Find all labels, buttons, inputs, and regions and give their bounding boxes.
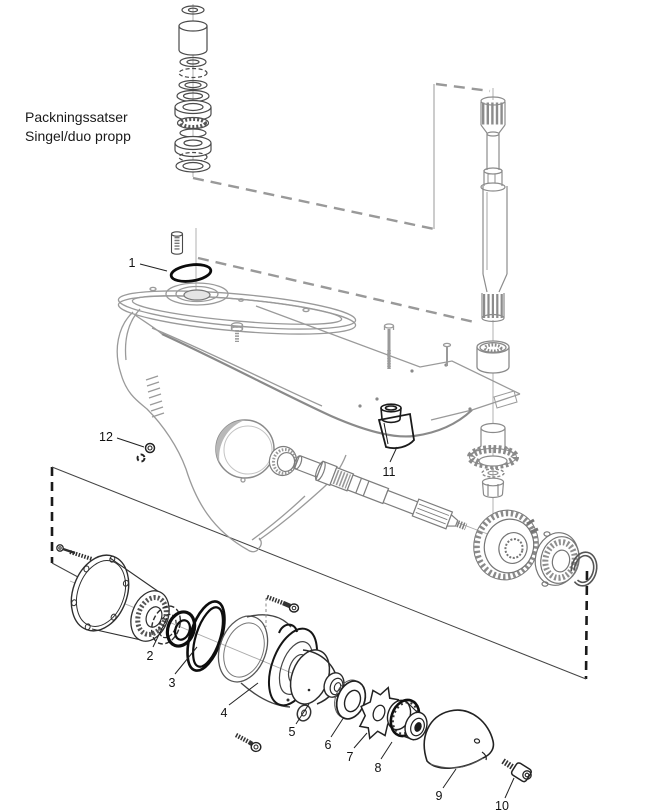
- callout-12: 12: [99, 430, 113, 444]
- pinion-nut: [481, 477, 505, 499]
- carrier-bolt-lower: [234, 733, 262, 753]
- callout-9: 9: [436, 789, 443, 803]
- prop-shaft-bearing-ring: [268, 445, 298, 477]
- callout-8: 8: [375, 761, 382, 775]
- diagram-title: Packningssatser Singel/duo propp: [25, 109, 131, 144]
- long-stud-bolt: [383, 323, 395, 369]
- gearcase-housing: [116, 231, 521, 553]
- kit-connector-dashed-lines: [192, 82, 491, 324]
- dowel-pin: [170, 231, 184, 255]
- prop-shaft: [293, 455, 468, 531]
- callout-2: 2: [147, 649, 154, 663]
- seal-ring-part2: [165, 610, 197, 648]
- anode-bracket-part11: [377, 403, 415, 450]
- tab-washer-part7: [358, 686, 400, 740]
- callout-3: 3: [169, 676, 176, 690]
- callout-10: 10: [495, 799, 509, 812]
- o-ring-part1: [169, 263, 213, 283]
- title-line-2: Singel/duo propp: [25, 128, 131, 144]
- o-ring-part3: [186, 600, 226, 672]
- pinion-washer: [481, 468, 505, 478]
- callout-5: 5: [289, 725, 296, 739]
- snap-ring: [570, 551, 598, 587]
- bearing-race-disc: [534, 531, 580, 587]
- retainer-screw: [56, 544, 93, 561]
- gasket-bearing-stack: [174, 5, 212, 173]
- small-plate-screw: [442, 342, 452, 366]
- hub-cone-part5: [289, 649, 345, 705]
- intake-gills: [145, 375, 165, 418]
- callout-leader-lines: [116, 263, 515, 799]
- drive-gear: [473, 509, 539, 581]
- callout-6: 6: [325, 738, 332, 752]
- screw-part12: [136, 442, 156, 463]
- callout-7: 7: [347, 750, 354, 764]
- carrier-bolt-upper: [265, 594, 300, 627]
- spline-hub-part8: [386, 698, 428, 741]
- driveshaft: [480, 96, 508, 323]
- callout-11: 11: [383, 465, 396, 479]
- cap-bolt: [230, 322, 244, 342]
- driveshaft-sleeve-bearing: [476, 340, 510, 374]
- cone-bolt-part10: [501, 758, 532, 783]
- callout-4: 4: [221, 706, 228, 720]
- prop-cone-part9: [423, 709, 495, 770]
- title-line-1: Packningssatser: [25, 109, 128, 125]
- anti-ventilation-plate: [134, 305, 521, 438]
- bearing-retainer-flange: [70, 554, 160, 641]
- pinion-gear: [467, 422, 519, 469]
- callout-1: 1: [129, 256, 136, 270]
